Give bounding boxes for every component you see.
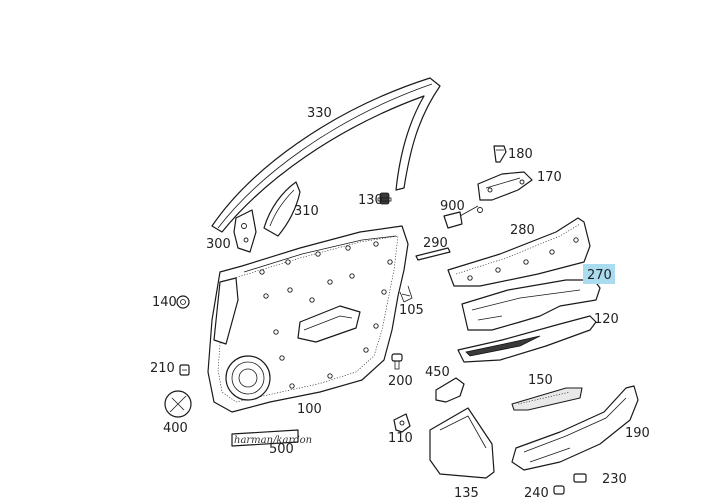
label-240: 240 xyxy=(524,486,549,501)
part-400-seal xyxy=(164,390,192,418)
label-150: 150 xyxy=(528,373,553,388)
label-310: 310 xyxy=(294,204,319,219)
part-180-pushclip xyxy=(493,145,507,163)
badge-text: harman/kardon xyxy=(234,435,312,446)
label-120: 120 xyxy=(594,312,619,327)
part-500-badge: harman/kardon xyxy=(231,429,312,447)
part-210-fastener xyxy=(179,364,190,376)
highlight-270 xyxy=(583,264,615,284)
part-280-window-trim xyxy=(447,217,591,287)
part-135-lower-cover xyxy=(429,407,495,479)
part-330-window-seal xyxy=(211,77,441,233)
part-120-armrest-insert xyxy=(457,315,597,363)
label-130: 130 xyxy=(358,193,383,208)
part-105-hook xyxy=(399,285,413,303)
label-330: 330 xyxy=(307,106,332,121)
part-170-handle-bracket xyxy=(477,171,533,201)
part-240-pin xyxy=(553,485,565,495)
part-300-bracket xyxy=(233,209,257,253)
part-200-screw xyxy=(391,353,403,370)
part-310-mirror-cover xyxy=(263,181,301,237)
label-400: 400 xyxy=(163,421,188,436)
part-140-screw xyxy=(176,295,190,309)
label-170: 170 xyxy=(537,170,562,185)
part-190-map-pocket xyxy=(511,385,639,471)
part-450-clip-panel xyxy=(435,377,465,403)
part-100-door-shell xyxy=(207,225,409,413)
label-110: 110 xyxy=(388,431,413,446)
part-270-armrest-cover xyxy=(461,279,601,331)
part-150-pocket-trim xyxy=(511,387,583,411)
label-210: 210 xyxy=(150,361,175,376)
label-100: 100 xyxy=(297,402,322,417)
label-450: 450 xyxy=(425,365,450,380)
label-180: 180 xyxy=(508,147,533,162)
label-280: 280 xyxy=(510,223,535,238)
label-140: 140 xyxy=(152,295,177,310)
label-290: 290 xyxy=(423,236,448,251)
label-900: 900 xyxy=(440,199,465,214)
label-105: 105 xyxy=(399,303,424,318)
label-200: 200 xyxy=(388,374,413,389)
label-230: 230 xyxy=(602,472,627,487)
label-300: 300 xyxy=(206,237,231,252)
part-290-strip xyxy=(415,247,451,261)
part-110-clip xyxy=(393,413,411,433)
label-270: 270 xyxy=(587,268,612,283)
label-190: 190 xyxy=(625,426,650,441)
part-230-clip xyxy=(573,473,587,483)
part-900-module xyxy=(443,205,483,229)
label-500: 500 xyxy=(269,442,294,457)
part-130-clip xyxy=(377,192,392,205)
label-135: 135 xyxy=(454,486,479,501)
